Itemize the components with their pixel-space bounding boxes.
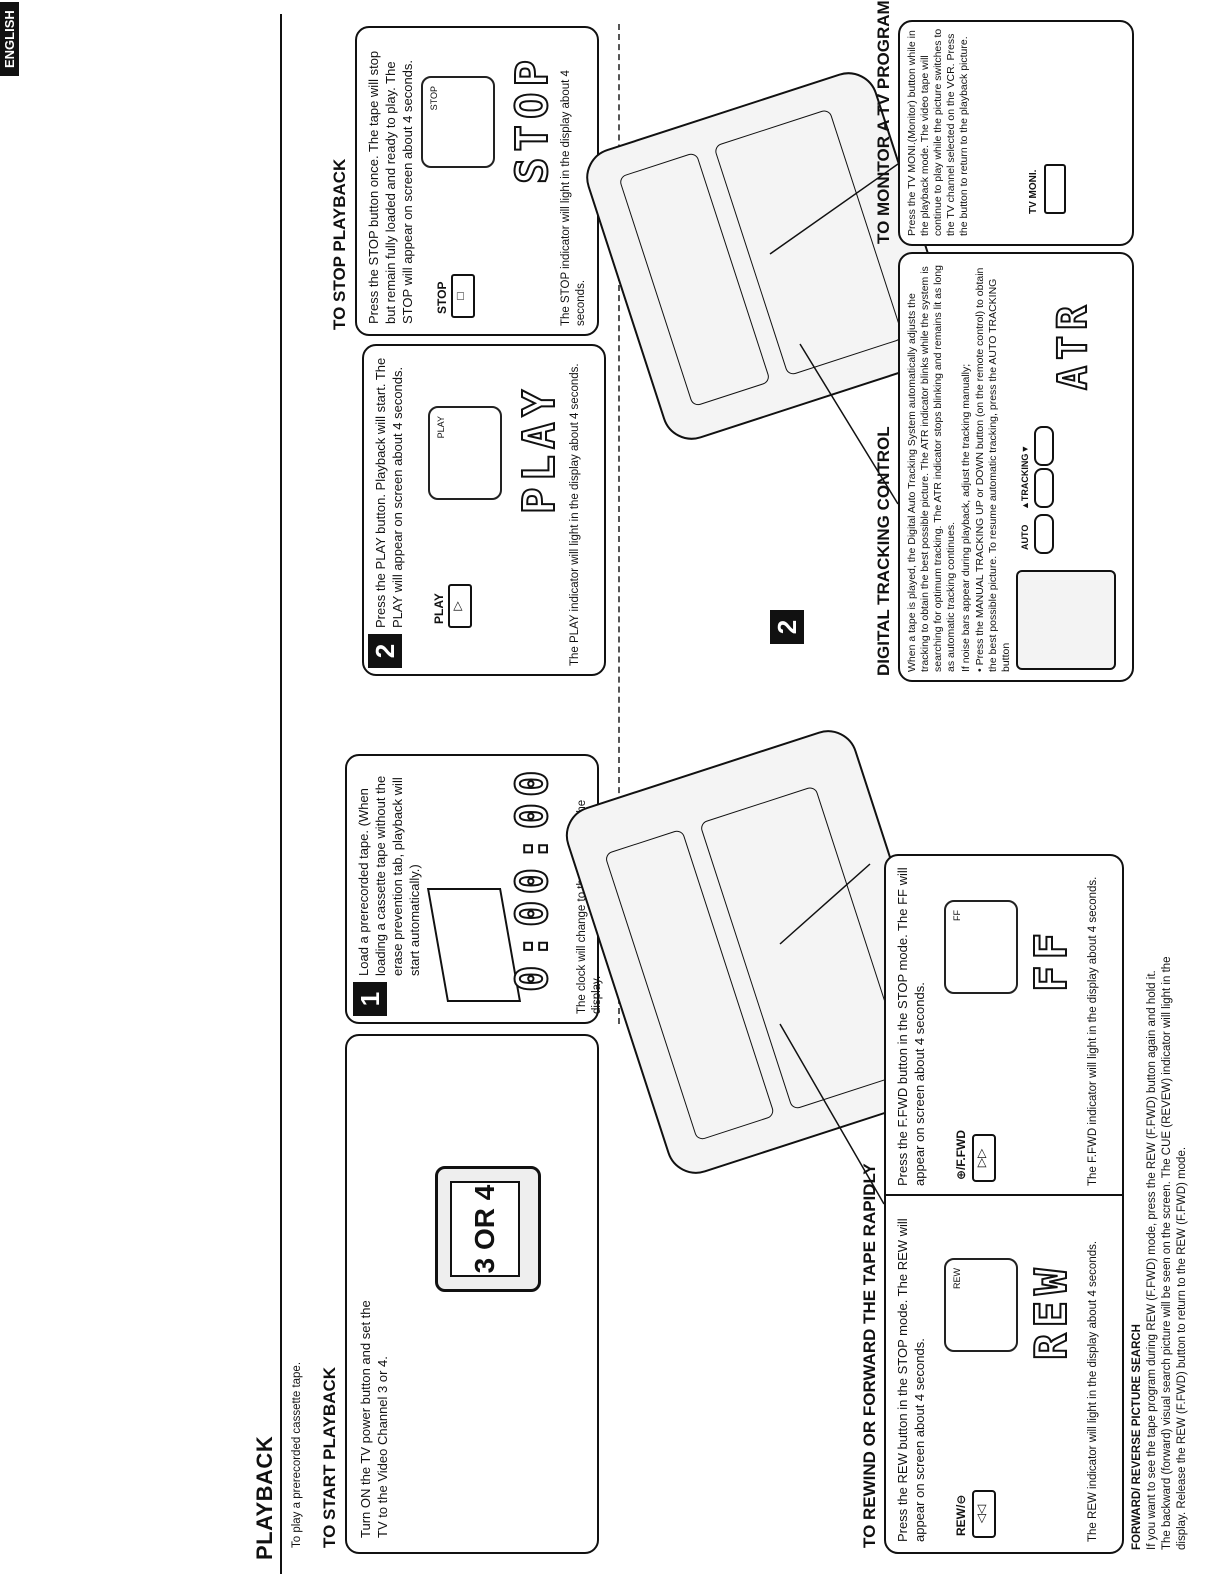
callout-line-tracking (799, 343, 899, 505)
callout-line-monitor (769, 163, 899, 255)
callout-line-rew (779, 1023, 885, 1205)
callout-line-ff (779, 863, 871, 945)
